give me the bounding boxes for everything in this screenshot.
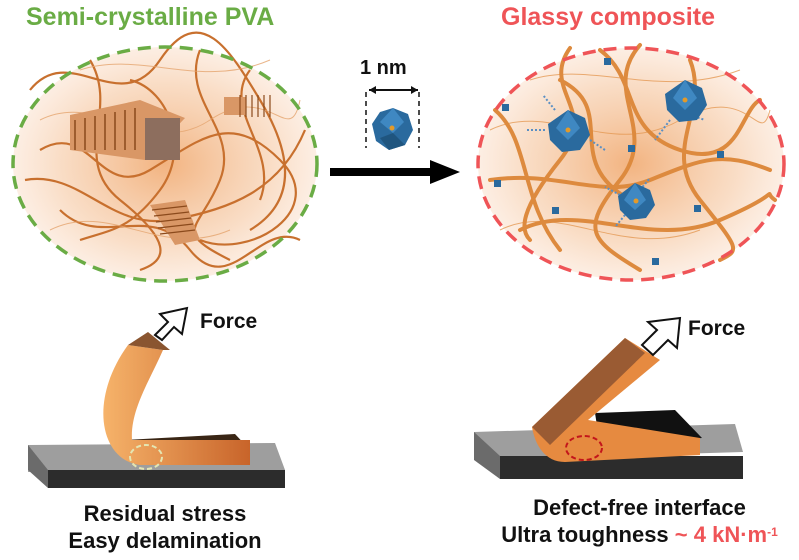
- interface-marker-circle: [565, 435, 603, 461]
- cluster-large: [618, 183, 655, 220]
- caption-left-line1: Residual stress: [83, 501, 247, 526]
- green-dashed-boundary: [11, 45, 319, 283]
- glassy-composite-domain: [476, 43, 786, 282]
- force-arrow-icon: [153, 306, 189, 342]
- scale-bar: [365, 86, 420, 148]
- title-glassy: Glassy composite: [501, 3, 715, 31]
- crystalline-lamella: [224, 95, 271, 117]
- caption-left: Residual stress Easy delamination: [40, 500, 290, 554]
- force-arrow-icon: [640, 316, 682, 357]
- red-dashed-boundary: [476, 46, 786, 282]
- toughness-exponent: -1: [767, 525, 778, 539]
- polymer-chains: [24, 31, 307, 272]
- peel-test-left: [28, 332, 285, 488]
- cluster-large: [548, 110, 590, 152]
- crystalline-lamella: [150, 200, 200, 245]
- caption-right: Defect-free interface Ultra toughness ~ …: [480, 494, 799, 548]
- cluster-small: [494, 58, 724, 265]
- cluster-large: [665, 80, 707, 122]
- caption-right-line2: Ultra toughness ~ 4 kN·m-1: [480, 521, 799, 548]
- right-arrow-icon: [330, 160, 460, 184]
- force-label-left: Force: [200, 310, 258, 333]
- toughness-number: ~ 4 kN·m: [674, 522, 768, 547]
- polyoxometalate-cluster-icon: [372, 108, 413, 150]
- peel-test-right: [474, 338, 743, 479]
- title-semicrystalline: Semi-crystalline PVA: [26, 3, 275, 31]
- defect-marker-circle: [129, 444, 163, 470]
- crystalline-lamella: [70, 100, 185, 160]
- hydrogen-bond-bridges: [525, 94, 706, 228]
- force-label-right: Force: [688, 317, 746, 340]
- caption-right-line1: Defect-free interface: [533, 495, 746, 520]
- caption-left-line2: Easy delamination: [68, 528, 262, 553]
- toughness-value: ~ 4 kN·m-1: [675, 522, 778, 547]
- semicrystalline-domain: [11, 31, 319, 283]
- scale-label: 1 nm: [360, 57, 407, 79]
- toughness-prefix: Ultra toughness: [501, 522, 669, 547]
